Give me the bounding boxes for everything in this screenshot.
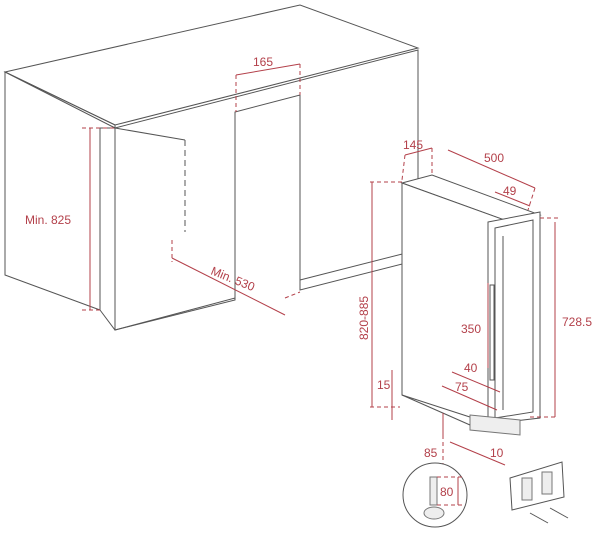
- label-appliance-width: 145: [403, 138, 423, 152]
- adjustable-foot-detail: [402, 462, 468, 528]
- wine-cooler: [400, 174, 542, 436]
- kitchen-cabinet: [3, 4, 420, 331]
- label-handle-length: 350: [461, 322, 481, 336]
- label-appliance-height: 728.5: [562, 315, 592, 329]
- label-appliance-depth: 500: [484, 151, 504, 165]
- label-cutout-width: 165: [253, 55, 273, 69]
- label-foot-height: 80: [440, 485, 454, 499]
- dimension-lines: [82, 63, 558, 466]
- label-plinth-depth: 85: [424, 446, 438, 460]
- ventilation-grille-detail: [509, 461, 569, 524]
- label-handle-bottom: 75: [455, 380, 469, 394]
- label-cabinet-height: Min. 825: [25, 213, 71, 227]
- label-plinth-gap: 10: [490, 446, 504, 460]
- label-handle-offset: 40: [464, 361, 478, 375]
- label-niche-height: 820-885: [357, 296, 371, 340]
- label-door-depth: 49: [503, 184, 517, 198]
- label-foot-gap: 15: [377, 378, 391, 392]
